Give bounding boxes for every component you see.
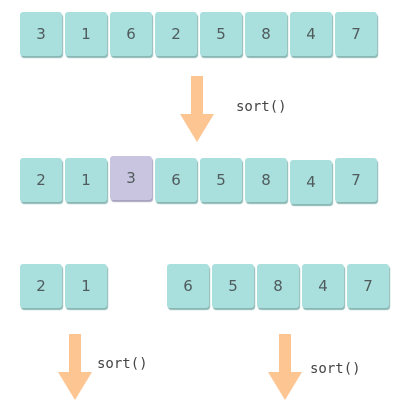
array-cell: 6 xyxy=(155,158,197,202)
array-cell: 2 xyxy=(20,264,62,308)
array-cell: 2 xyxy=(20,158,62,202)
sort-label: sort() xyxy=(97,356,148,372)
array-cell: 1 xyxy=(65,264,107,308)
array-cell: 6 xyxy=(167,264,209,308)
array-cell: 8 xyxy=(245,12,287,56)
array-cell: 5 xyxy=(200,158,242,202)
array-cell: 8 xyxy=(257,264,299,308)
array-cell: 1 xyxy=(65,158,107,202)
array-cell: 7 xyxy=(335,12,377,56)
array-cell: 6 xyxy=(110,12,152,56)
pivot-cell: 3 xyxy=(110,156,152,200)
array-cell: 2 xyxy=(155,12,197,56)
array-cell: 3 xyxy=(20,12,62,56)
array-cell: 8 xyxy=(245,158,287,202)
array-cell: 4 xyxy=(290,12,332,56)
array-cell: 4 xyxy=(290,160,332,204)
array-cell: 7 xyxy=(347,264,389,308)
array-cell: 5 xyxy=(200,12,242,56)
down-arrow-icon xyxy=(268,334,302,400)
down-arrow-icon xyxy=(58,334,92,400)
sort-label: sort() xyxy=(310,361,361,377)
down-arrow-icon xyxy=(180,76,214,142)
array-cell: 4 xyxy=(302,264,344,308)
array-cell: 5 xyxy=(212,264,254,308)
sort-label: sort() xyxy=(236,99,287,115)
array-cell: 7 xyxy=(335,158,377,202)
array-cell: 1 xyxy=(65,12,107,56)
